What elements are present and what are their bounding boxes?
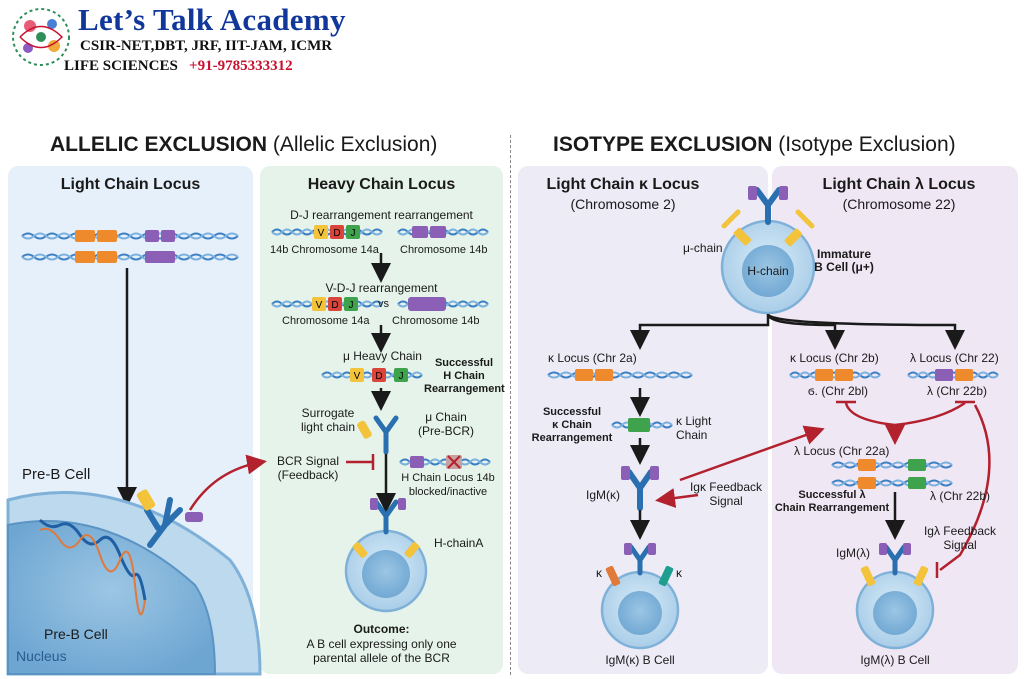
isotype-exclusion-title: ISOTYPE EXCLUSION (Isotype Exclusion) bbox=[553, 133, 956, 156]
outcome-title: Outcome: bbox=[353, 622, 410, 636]
kappa-light-chain-label: κ Light Chain bbox=[676, 414, 712, 442]
svg-text:D: D bbox=[375, 371, 382, 382]
chr-14b-right-label: Chromosome 14b bbox=[400, 244, 488, 256]
mu-chain-label: μ-chain bbox=[683, 241, 723, 255]
dj-dna-right bbox=[397, 226, 489, 238]
successful-lambda-label: Successful λ Chain Rearrangement bbox=[774, 489, 890, 514]
igm-lambda-b-cell bbox=[855, 543, 935, 650]
pre-b-cell-inner-label: Pre-B Cell bbox=[44, 626, 108, 642]
split-arrow-lambda bbox=[766, 313, 965, 350]
kappa-2bl-label: ϭ. (Chr 2bl) bbox=[808, 384, 868, 398]
lambda-locus-title: Light Chain λ Locus bbox=[822, 176, 976, 193]
lambda-22b-top-label: λ (Chr 22b) bbox=[927, 384, 988, 398]
kappa-right-label: κ bbox=[676, 566, 682, 580]
igl-feedback-curve bbox=[939, 404, 991, 571]
svg-text:J: J bbox=[351, 228, 356, 239]
svg-text:D: D bbox=[331, 300, 338, 311]
blocked-locus-label: H Chain Locus 14b blocked/inactive bbox=[401, 472, 495, 498]
nucleus-label: Nucleus bbox=[16, 648, 67, 664]
lambda-feedback-curve bbox=[844, 401, 966, 427]
svg-text:V: V bbox=[318, 228, 325, 239]
academy-phone: +91-9785333312 bbox=[189, 58, 293, 74]
allelic-exclusion-subtitle: (Allelic Exclusion) bbox=[272, 133, 438, 156]
successful-h-chain-label: Successful H Chain Rearrangement bbox=[424, 357, 505, 395]
bcr-signal-arrow bbox=[188, 454, 267, 511]
lambda-22b-label: λ (Chr 22b) bbox=[930, 489, 991, 503]
academy-contact: LIFE SCIENCES +91-9785333312 bbox=[64, 58, 293, 75]
kappa-locus-subtitle: (Chromosome 2) bbox=[570, 196, 676, 212]
outcome-text: A B cell expressing only one parental al… bbox=[306, 637, 457, 665]
vdj-rearrangement-label: V-D-J rearrangement bbox=[325, 281, 438, 295]
kappa-2b-dna bbox=[789, 369, 881, 381]
igm-lambda-cell-label: IgM(λ) B Cell bbox=[860, 653, 930, 667]
section-divider bbox=[510, 135, 511, 675]
h-chain-label: H-chain bbox=[747, 264, 789, 278]
heavy-chain-locus-title: Heavy Chain Locus bbox=[307, 176, 456, 193]
lambda-locus-22a-label: λ Locus (Chr 22a) bbox=[794, 444, 890, 458]
mu-heavy-dna: V D J bbox=[321, 368, 423, 382]
light-locus-dna-bottom bbox=[21, 251, 239, 263]
vdj-dna-left: V D J bbox=[271, 297, 383, 311]
chr-14b-label: Chromosome 14b bbox=[392, 315, 480, 327]
light-chain-locus-title: Light Chain Locus bbox=[60, 176, 201, 193]
lambda-locus-subtitle: (Chromosome 22) bbox=[842, 196, 956, 212]
igm-kappa-cell-label: IgM(κ) B Cell bbox=[605, 653, 675, 667]
svg-text:D: D bbox=[333, 228, 340, 239]
split-arrow-kappa bbox=[630, 314, 770, 350]
mu-heavy-chain-label: μ Heavy Chain bbox=[343, 349, 422, 363]
academy-tagline: CSIR-NET,DBT, JRF, IIT-JAM, ICMR bbox=[80, 38, 333, 54]
lambda-22-dna bbox=[907, 369, 999, 381]
blocked-dna bbox=[399, 455, 491, 469]
svg-text:V: V bbox=[354, 371, 361, 382]
vdj-dna-right bbox=[397, 297, 489, 311]
kappa-locus-2b-label: κ Locus (Chr 2b) bbox=[790, 351, 879, 365]
svg-text:J: J bbox=[399, 371, 404, 382]
immature-b-cell-label: Immature B Cell (μ+) bbox=[814, 247, 874, 274]
kappa-locus-title: Light Chain κ Locus bbox=[546, 176, 700, 193]
svg-text:V: V bbox=[316, 300, 323, 311]
isotype-exclusion-subtitle: (Isotype Exclusion) bbox=[778, 133, 956, 156]
igl-feedback-label: Igλ Feedback Signal bbox=[923, 524, 997, 552]
h-chain-a-label: H-chainA bbox=[434, 536, 484, 550]
kappa-left-label: κ bbox=[596, 566, 602, 580]
pre-b-cell-label: Pre-B Cell bbox=[22, 466, 91, 483]
igm-kappa-b-cell bbox=[600, 543, 680, 650]
kappa-locus-2a-label: κ Locus (Chr 2a) bbox=[548, 351, 637, 365]
svg-text:J: J bbox=[349, 300, 354, 311]
kappa-locus-dna bbox=[547, 369, 693, 381]
b-cell-heavy bbox=[344, 498, 428, 613]
chr-14a-label: Chromosome 14a bbox=[282, 315, 370, 327]
chr-14b-left-label: 14b Chromosome 14a bbox=[270, 244, 379, 256]
igm-kappa-label: IgM(κ) bbox=[586, 488, 620, 502]
igm-lambda-label: IgM(λ) bbox=[836, 546, 870, 560]
pre-bcr-receptor-icon bbox=[136, 489, 203, 548]
bcr-signal-label: BCR Signal (Feedback) bbox=[276, 454, 340, 482]
allelic-exclusion-title: ALLELIC EXCLUSION (Allelic Exclusion) bbox=[50, 133, 438, 156]
light-locus-dna-top bbox=[21, 230, 239, 242]
pre-bcr-icon bbox=[357, 415, 399, 455]
lambda-locus-22-label: λ Locus (Chr 22) bbox=[910, 351, 999, 365]
academy-subject: LIFE SCIENCES bbox=[64, 58, 178, 74]
academy-name: Let’s Talk Academy bbox=[78, 2, 346, 37]
academy-logo bbox=[10, 6, 72, 68]
kappa-light-dna bbox=[611, 418, 673, 432]
immature-b-cell bbox=[720, 186, 816, 315]
igk-feedback-label: Igκ Feedback Signal bbox=[689, 480, 763, 508]
igk-feedback-up-arrow bbox=[679, 425, 825, 482]
lambda-22a-dna bbox=[831, 459, 953, 489]
igk-feedback-arrow bbox=[655, 488, 699, 508]
dj-rearrangement-label: D-J rearrangement rearrangement bbox=[290, 208, 473, 222]
mu-chain-pre-bcr-label: μ Chain (Pre-BCR) bbox=[418, 410, 474, 438]
surrogate-light-chain-label: Surrogate light chain bbox=[300, 406, 356, 434]
successful-kappa-label: Successful κ Chain Rearrangement bbox=[531, 406, 613, 444]
igm-kappa-receptor bbox=[621, 466, 659, 511]
vs-label: vs bbox=[378, 298, 389, 310]
dj-dna-left: V D J bbox=[271, 225, 383, 239]
pre-b-cell bbox=[6, 491, 262, 676]
